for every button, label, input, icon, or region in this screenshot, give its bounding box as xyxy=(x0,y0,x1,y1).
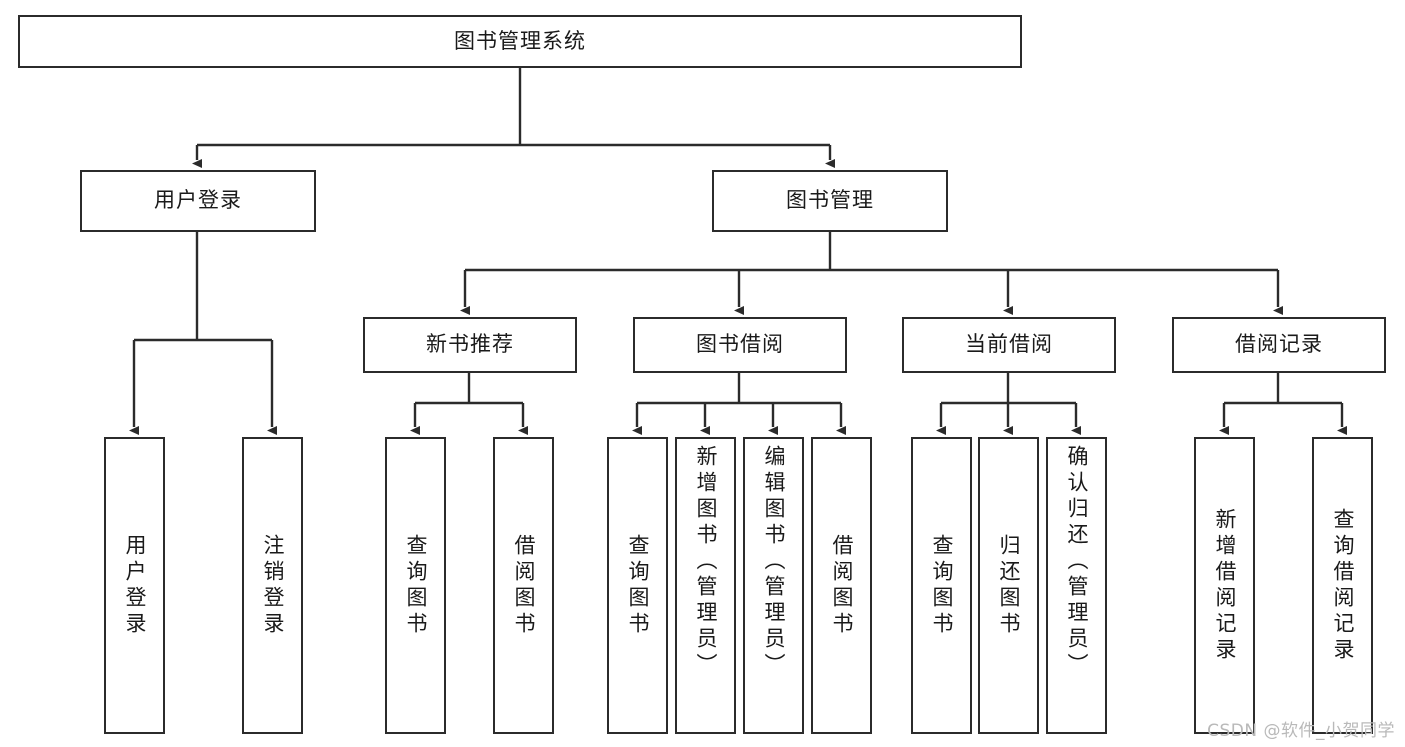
node-leaf-query-record[interactable]: 查询借阅记录 xyxy=(1312,437,1373,734)
node-leaf-logout-login-label: 注销登录 xyxy=(261,533,285,638)
node-leaf-return-book-label: 归还图书 xyxy=(997,533,1021,638)
node-leaf-add-book[interactable]: 新增图书（管理员） xyxy=(675,437,736,734)
node-leaf-query-book-3-label: 查询图书 xyxy=(930,533,954,638)
node-leaf-query-book-2-label: 查询图书 xyxy=(626,533,650,638)
node-leaf-query-record-label: 查询借阅记录 xyxy=(1331,507,1355,664)
node-leaf-user-login-label: 用户登录 xyxy=(123,533,147,638)
node-new-book-recommend[interactable]: 新书推荐 xyxy=(363,317,577,373)
node-book-management[interactable]: 图书管理 xyxy=(712,170,948,232)
node-leaf-confirm-return[interactable]: 确认归还（管理员） xyxy=(1046,437,1107,734)
node-leaf-add-record[interactable]: 新增借阅记录 xyxy=(1194,437,1255,734)
node-leaf-edit-book-label: 编辑图书（管理员） xyxy=(762,445,786,679)
node-leaf-borrow-book-1[interactable]: 借阅图书 xyxy=(493,437,554,734)
node-root-label: 图书管理系统 xyxy=(454,28,586,53)
node-leaf-borrow-book-2[interactable]: 借阅图书 xyxy=(811,437,872,734)
node-new-book-recommend-label: 新书推荐 xyxy=(426,332,514,357)
node-current-borrow-label: 当前借阅 xyxy=(965,332,1053,357)
node-leaf-add-book-label: 新增图书（管理员） xyxy=(694,445,718,679)
node-leaf-query-book-1[interactable]: 查询图书 xyxy=(385,437,446,734)
node-leaf-add-record-label: 新增借阅记录 xyxy=(1213,507,1237,664)
node-borrow-record[interactable]: 借阅记录 xyxy=(1172,317,1386,373)
node-root[interactable]: 图书管理系统 xyxy=(18,15,1022,68)
node-current-borrow[interactable]: 当前借阅 xyxy=(902,317,1116,373)
node-leaf-query-book-2[interactable]: 查询图书 xyxy=(607,437,668,734)
node-user-login-label: 用户登录 xyxy=(154,188,242,213)
watermark-text: CSDN @软件_小贺同学 xyxy=(1207,721,1395,741)
node-leaf-borrow-book-1-label: 借阅图书 xyxy=(512,533,536,638)
node-user-login[interactable]: 用户登录 xyxy=(80,170,316,232)
node-leaf-query-book-3[interactable]: 查询图书 xyxy=(911,437,972,734)
node-book-management-label: 图书管理 xyxy=(786,188,874,213)
node-leaf-user-login[interactable]: 用户登录 xyxy=(104,437,165,734)
node-leaf-query-book-1-label: 查询图书 xyxy=(404,533,428,638)
node-book-borrow[interactable]: 图书借阅 xyxy=(633,317,847,373)
node-leaf-logout-login[interactable]: 注销登录 xyxy=(242,437,303,734)
node-book-borrow-label: 图书借阅 xyxy=(696,332,784,357)
node-leaf-edit-book[interactable]: 编辑图书（管理员） xyxy=(743,437,804,734)
node-leaf-return-book[interactable]: 归还图书 xyxy=(978,437,1039,734)
node-leaf-confirm-return-label: 确认归还（管理员） xyxy=(1065,445,1089,679)
node-borrow-record-label: 借阅记录 xyxy=(1235,332,1323,357)
node-leaf-borrow-book-2-label: 借阅图书 xyxy=(830,533,854,638)
